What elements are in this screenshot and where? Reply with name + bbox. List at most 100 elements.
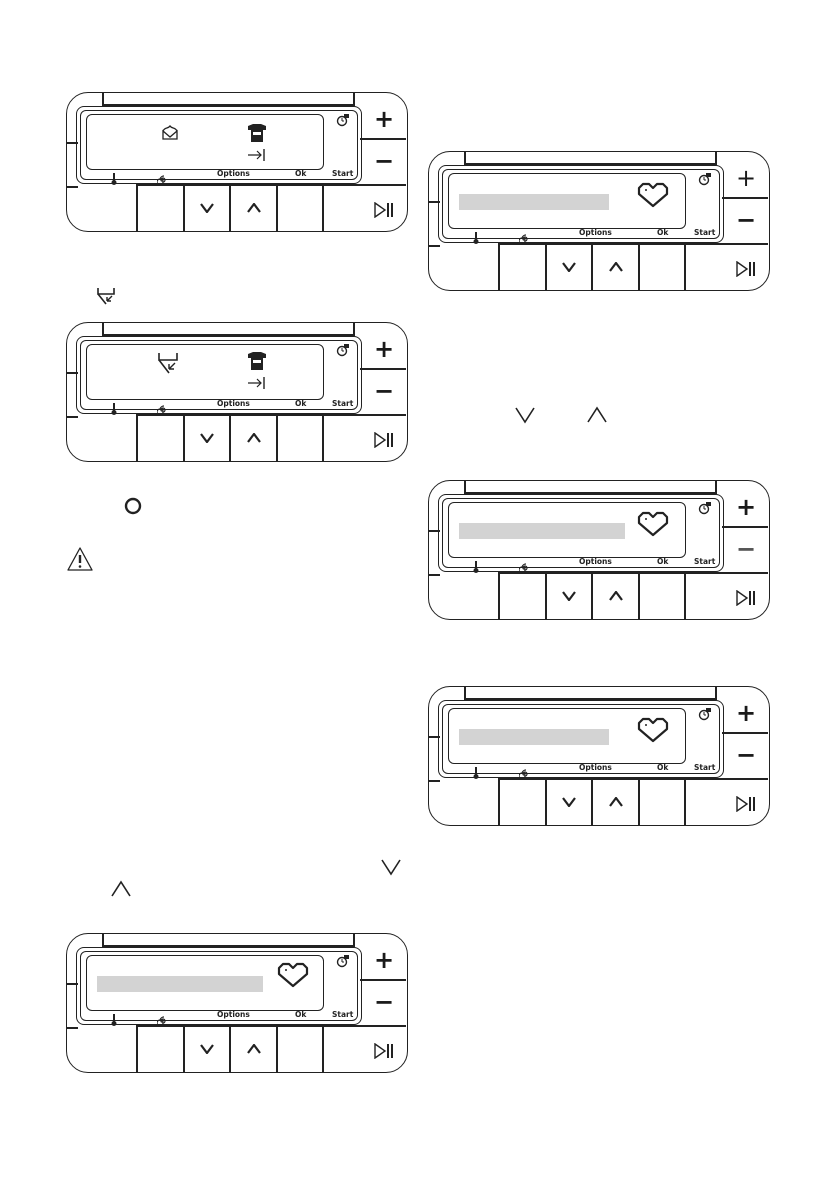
favourite-heart-icon (637, 717, 669, 747)
prewash-icon (157, 351, 181, 379)
minus-button[interactable]: − (735, 535, 757, 563)
minus-button[interactable]: − (735, 741, 757, 769)
temperature-icon (111, 170, 117, 189)
minus-button[interactable]: − (735, 206, 757, 234)
plus-button[interactable]: + (735, 493, 757, 521)
control-panel-5: Options Ok Start + − (428, 686, 772, 828)
play-pause-icon (374, 1043, 393, 1059)
ok-button[interactable] (640, 780, 684, 824)
temperature-icon (111, 1011, 117, 1030)
start-pause-button[interactable] (364, 192, 404, 228)
down-button[interactable] (547, 251, 591, 283)
options-label: Options (579, 557, 612, 566)
load-shirt-icon (247, 351, 267, 375)
ok-button[interactable] (278, 1027, 322, 1071)
start-pause-button[interactable] (726, 786, 766, 822)
spin-button[interactable] (500, 574, 544, 618)
up-button[interactable] (232, 1033, 276, 1065)
temperature-icon (473, 558, 479, 577)
minus-button[interactable]: − (373, 147, 395, 175)
play-pause-icon (736, 590, 755, 606)
spin-button[interactable] (500, 780, 544, 824)
favourite-heart-icon (637, 511, 669, 541)
plus-button[interactable]: + (373, 335, 395, 363)
ok-label: Ok (295, 169, 307, 178)
ok-label: Ok (295, 1010, 307, 1019)
ok-button[interactable] (278, 416, 322, 460)
display-screen (448, 708, 686, 764)
start-label: Start (332, 399, 354, 408)
spin-button[interactable] (138, 416, 182, 460)
display-screen (86, 955, 324, 1011)
down-button[interactable] (547, 786, 591, 818)
spin-icon (156, 400, 167, 419)
ok-label: Ok (295, 399, 307, 408)
up-button[interactable] (232, 422, 276, 454)
down-button[interactable] (185, 192, 229, 224)
temperature-button[interactable] (428, 245, 498, 289)
time-manager-icon (698, 706, 712, 725)
start-label: Start (694, 228, 716, 237)
play-pause-icon (736, 261, 755, 277)
spin-icon (518, 558, 529, 577)
start-label: Start (694, 557, 716, 566)
start-pause-button[interactable] (364, 1033, 404, 1069)
control-panel-1: Options Ok Start + − (66, 92, 410, 234)
plus-button[interactable]: + (373, 946, 395, 974)
start-label: Start (694, 763, 716, 772)
display-screen (448, 502, 686, 558)
start-pause-button[interactable] (726, 251, 766, 287)
temperature-button[interactable] (428, 780, 498, 824)
minus-button[interactable]: − (373, 377, 395, 405)
highlighted-bar (97, 976, 263, 992)
spin-button[interactable] (138, 1027, 182, 1071)
up-button[interactable] (594, 580, 638, 612)
control-panel-3: Options Ok Start + − (428, 151, 772, 293)
load-shirt-icon (247, 123, 267, 147)
temperature-icon (473, 764, 479, 783)
control-panel-6: Options Ok Start + − (66, 933, 410, 1075)
plus-button[interactable]: + (735, 164, 757, 192)
temperature-button[interactable] (66, 186, 136, 230)
up-button[interactable] (232, 192, 276, 224)
start-pause-button[interactable] (726, 580, 766, 616)
up-button[interactable] (594, 786, 638, 818)
spin-button[interactable] (138, 186, 182, 230)
warning-icon (66, 546, 94, 576)
down-button[interactable] (185, 422, 229, 454)
up-button[interactable] (594, 251, 638, 283)
ok-label: Ok (657, 763, 669, 772)
down-arrow-icon (380, 858, 402, 880)
temperature-button[interactable] (66, 1027, 136, 1071)
chevron-down-icon (562, 262, 576, 272)
chevron-up-icon (609, 262, 623, 272)
ok-button[interactable] (278, 186, 322, 230)
arrow-to-bar-icon (247, 375, 267, 394)
spin-icon (518, 764, 529, 783)
options-label: Options (217, 399, 250, 408)
down-button[interactable] (547, 580, 591, 612)
time-manager-icon (336, 342, 350, 361)
down-button[interactable] (185, 1033, 229, 1065)
temperature-icon (111, 400, 117, 419)
chevron-down-icon (562, 797, 576, 807)
highlighted-bar (459, 194, 609, 210)
plus-button[interactable]: + (735, 699, 757, 727)
favourite-heart-icon (277, 962, 309, 992)
options-label: Options (217, 1010, 250, 1019)
plus-button[interactable]: + (373, 105, 395, 133)
chevron-up-icon (247, 1044, 261, 1054)
spin-button[interactable] (500, 245, 544, 289)
minus-button[interactable]: − (373, 988, 395, 1016)
arrow-to-bar-icon (247, 147, 267, 166)
start-pause-button[interactable] (364, 422, 404, 458)
prewash-icon (96, 286, 118, 310)
temperature-button[interactable] (66, 416, 136, 460)
ok-button[interactable] (640, 574, 684, 618)
ok-button[interactable] (640, 245, 684, 289)
play-pause-icon (736, 796, 755, 812)
highlighted-bar (459, 729, 609, 745)
down-arrow-icon (514, 406, 536, 428)
temperature-button[interactable] (428, 574, 498, 618)
time-manager-icon (698, 500, 712, 519)
